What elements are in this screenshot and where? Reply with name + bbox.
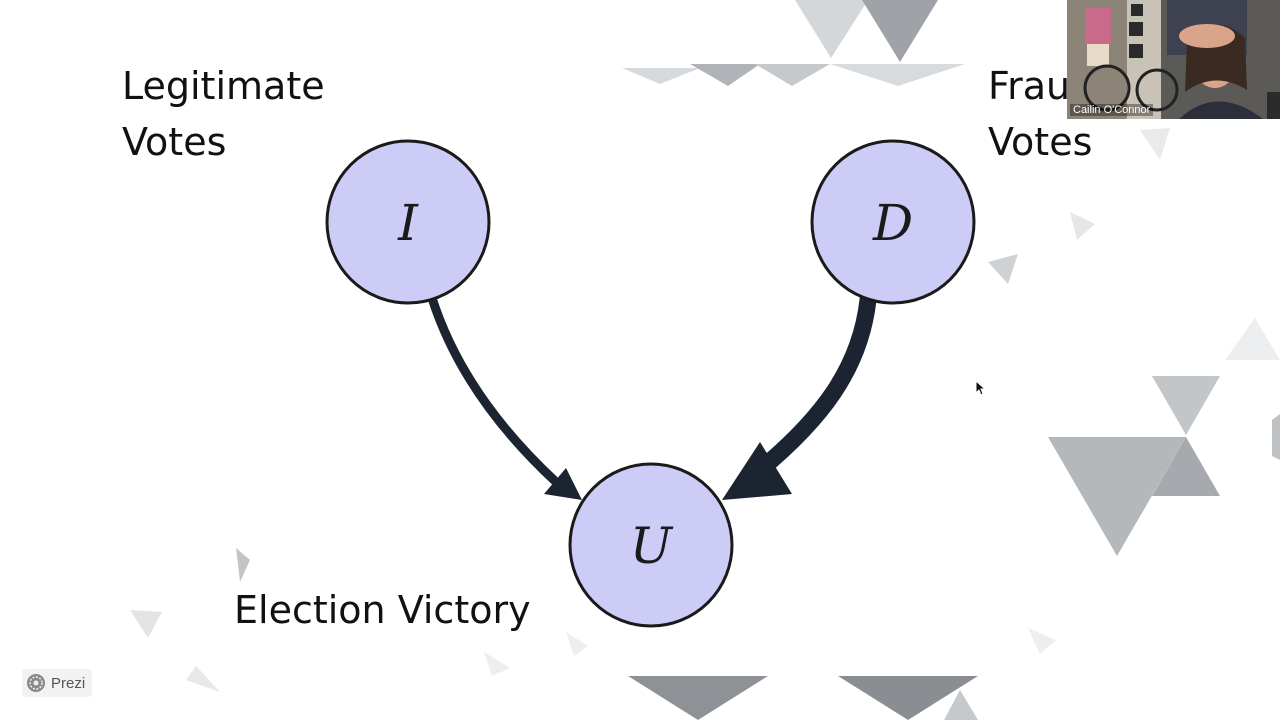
legitimate-votes-label: Legitimate Votes [122,58,325,170]
prezi-logo-icon [27,674,45,692]
webcam-video [1067,0,1280,119]
node-u: U [568,462,734,628]
edge-i-to-u [427,293,582,500]
node-i: I [325,139,491,305]
decorative-triangles [130,0,1280,720]
node-d-label: D [872,194,913,252]
fraudulent-votes-label: Frau Votes [988,58,1092,170]
prezi-label: Prezi [51,674,86,692]
node-i-label: I [397,194,419,252]
legitimate-votes-line2: Votes [122,120,227,164]
edge-d-to-u [722,291,877,500]
election-victory-text: Election Victory [234,588,531,632]
fraudulent-votes-line2: Votes [988,120,1093,164]
mouse-cursor-icon [975,380,987,396]
speaker-name: Cailin O'Connor [1070,104,1154,116]
prezi-badge[interactable]: Prezi [22,669,92,697]
speaker-webcam[interactable]: Cailin O'Connor [1067,0,1280,119]
node-d: D [810,139,976,305]
node-u-label: U [630,517,674,575]
election-victory-label: Election Victory [234,582,531,638]
legitimate-votes-line1: Legitimate [122,64,325,108]
fraudulent-votes-line1: Frau [988,64,1071,108]
